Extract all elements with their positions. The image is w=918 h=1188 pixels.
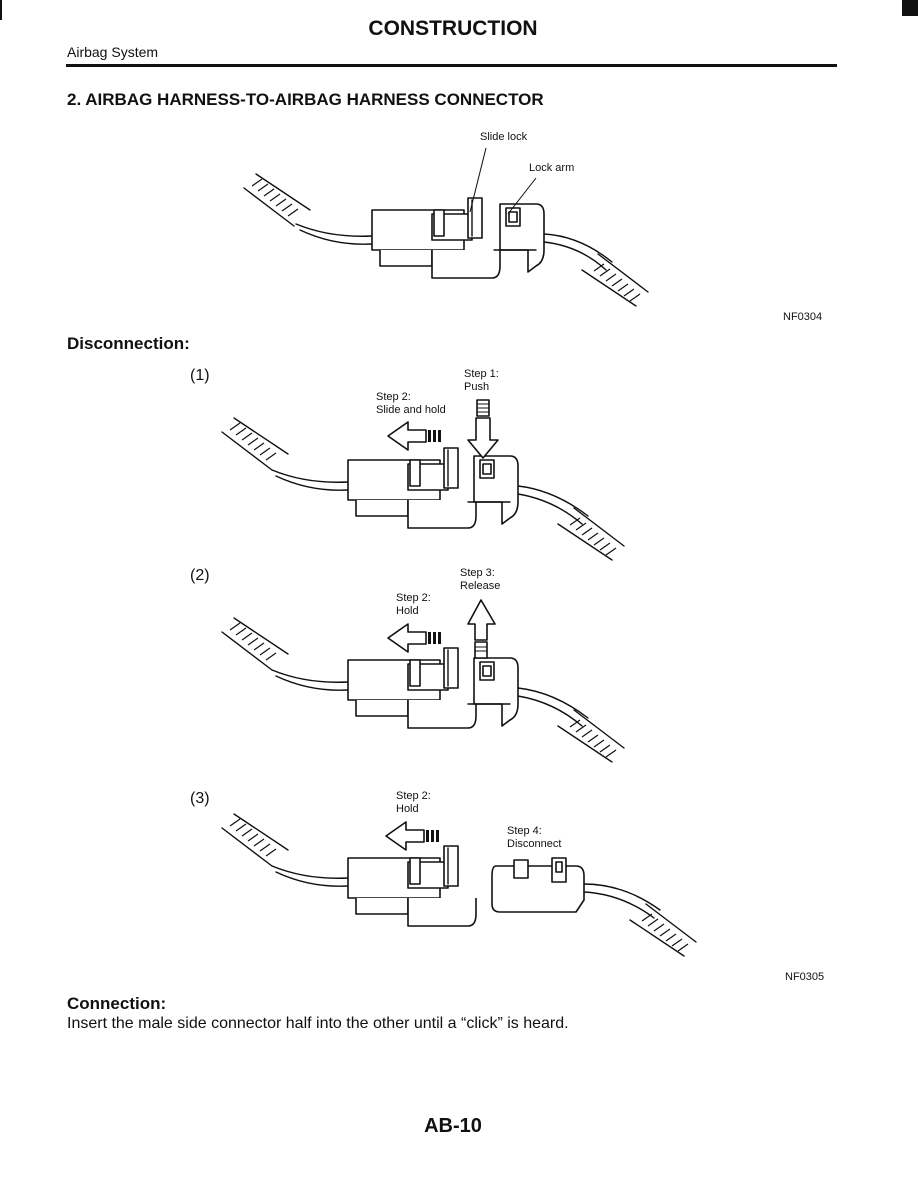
step2-step2-label: Step 2: Hold xyxy=(396,592,431,618)
step1-step1-line2: Push xyxy=(464,381,490,393)
label-slide-lock: Slide lock xyxy=(480,131,528,143)
step1-number: (1) xyxy=(190,367,210,384)
page-corner-mark xyxy=(902,0,918,16)
section-heading: 2. AIRBAG HARNESS-TO-AIRBAG HARNESS CONN… xyxy=(67,90,544,109)
step1-drawing xyxy=(221,399,625,561)
step3-step2-label: Step 2: Hold xyxy=(396,790,431,816)
page-number: AB-10 xyxy=(424,1115,482,1137)
label-lock-arm: Lock arm xyxy=(529,162,575,174)
step2-step3-line2: Release xyxy=(460,580,501,592)
step2-step2-line2: Hold xyxy=(396,605,419,617)
header-rule xyxy=(66,64,837,67)
step3-step4-label: Step 4: Disconnect xyxy=(507,825,561,851)
page-subtitle: Airbag System xyxy=(67,44,159,60)
step1-step2-line1: Step 2: xyxy=(376,391,411,403)
step2-step3-line1: Step 3: xyxy=(460,567,495,579)
step2-number: (2) xyxy=(190,567,210,584)
disconnection-heading: Disconnection: xyxy=(67,334,190,353)
connection-text: Insert the male side connector half into… xyxy=(67,1015,569,1032)
step3-step2-line2: Hold xyxy=(396,803,419,815)
step2-step3-label: Step 3: Release xyxy=(460,567,500,593)
page-title: CONSTRUCTION xyxy=(368,17,538,40)
step2-drawing xyxy=(221,599,625,763)
step3-number: (3) xyxy=(190,790,210,807)
step1-step2-label: Step 2: Slide and hold xyxy=(376,391,446,417)
step2-step2-line1: Step 2: xyxy=(396,592,431,604)
step1-step2-line2: Slide and hold xyxy=(376,404,446,416)
step3-drawing xyxy=(221,813,697,957)
step1-step1-line1: Step 1: xyxy=(464,368,499,380)
figure-id-nf0304: NF0304 xyxy=(783,311,823,323)
step3-step4-line1: Step 4: xyxy=(507,825,542,837)
page-edge-mark xyxy=(0,0,2,20)
step3-step2-line1: Step 2: xyxy=(396,790,431,802)
figure-id-nf0305: NF0305 xyxy=(785,971,825,983)
step3-step4-line2: Disconnect xyxy=(507,838,562,850)
connection-heading: Connection: xyxy=(67,994,167,1013)
step1-step1-label: Step 1: Push xyxy=(464,368,499,394)
connector-illustrations xyxy=(221,147,697,957)
figure1-drawing xyxy=(243,147,649,307)
